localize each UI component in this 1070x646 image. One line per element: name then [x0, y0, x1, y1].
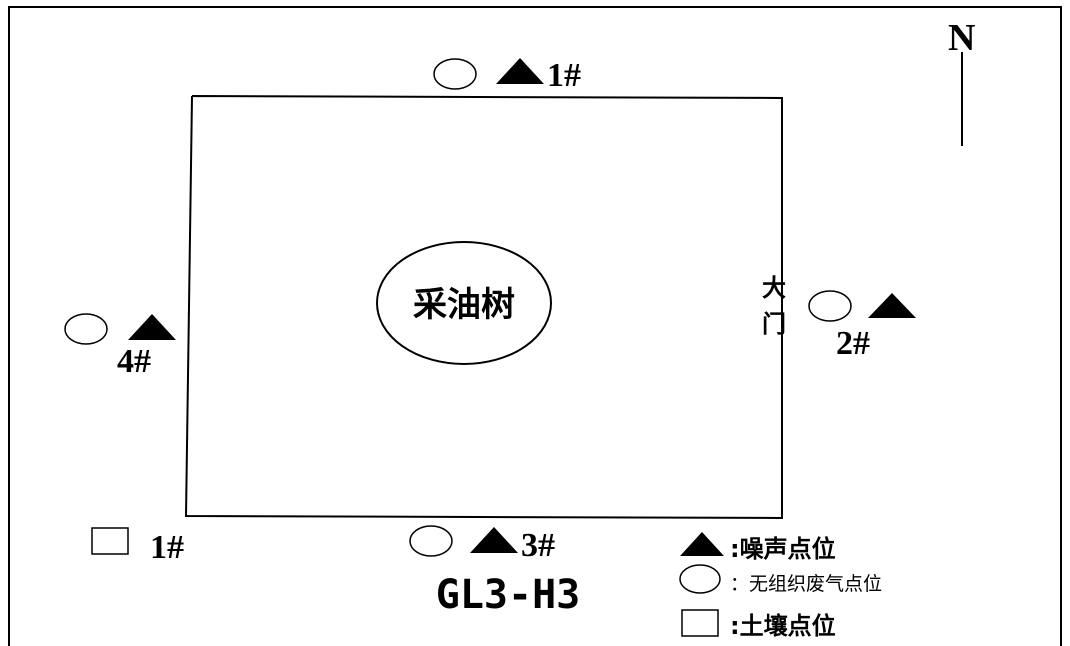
noise-triangle-4	[128, 314, 176, 340]
point-label-2: 2#	[836, 325, 870, 362]
diagram-frame	[8, 6, 1062, 646]
legend-air-icon	[679, 564, 721, 594]
point-label-3: 3#	[521, 527, 555, 564]
legend-noise-icon	[680, 532, 724, 556]
air-sampling-point-3	[409, 525, 453, 557]
point-label-4: 4#	[117, 343, 151, 380]
legend-soil-icon	[681, 609, 719, 637]
legend-soil-label: :土壤点位	[730, 612, 836, 640]
legend-air-label: ：无组织废气点位	[730, 573, 882, 595]
noise-triangle-2	[868, 293, 916, 318]
soil-point-label-1: 1#	[150, 529, 184, 566]
site-code-label: GL3-H3	[436, 572, 581, 618]
gate-label-top: 大	[762, 274, 786, 302]
soil-sampling-point-1	[91, 527, 129, 555]
wellhead-circle	[376, 241, 552, 365]
wellhead-label: 采油树	[413, 285, 515, 325]
air-sampling-point-4	[64, 313, 108, 345]
noise-triangle-1	[496, 58, 544, 84]
gate-label-bottom: 门	[762, 310, 786, 338]
point-label-1: 1#	[547, 57, 581, 94]
legend-noise-label: :噪声点位	[730, 535, 836, 563]
air-sampling-point-1	[433, 58, 477, 90]
noise-triangle-3	[470, 527, 518, 553]
air-sampling-point-2	[808, 290, 852, 322]
site-boundary	[184, 95, 783, 520]
